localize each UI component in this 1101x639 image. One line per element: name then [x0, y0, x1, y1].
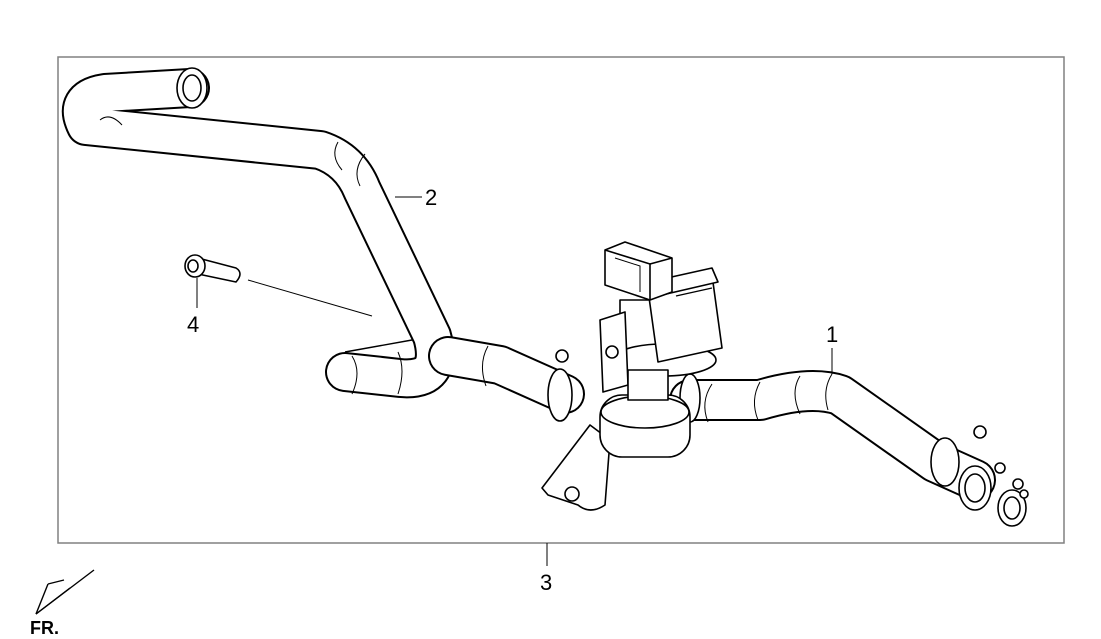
front-direction-arrow-icon [35, 569, 95, 615]
hose-clamp-right [930, 425, 987, 487]
air-valve-body[interactable] [541, 267, 723, 511]
hose-part-2[interactable] [61, 67, 455, 399]
front-direction-label: FR. [30, 618, 59, 638]
callout-2: 2 [425, 185, 437, 210]
hose-part-1-right[interactable] [669, 370, 996, 501]
valve-connector [604, 241, 673, 301]
callout-1: 1 [826, 322, 838, 347]
assembly-frame [57, 56, 1065, 544]
hose-part-1-left[interactable] [428, 336, 585, 414]
hose-end-fitting [958, 462, 1029, 527]
hose-clamp-left [547, 349, 573, 422]
callout-3: 3 [540, 570, 552, 595]
bolt-part-4[interactable] [184, 254, 241, 283]
callout-4: 4 [187, 312, 199, 337]
leader-line-4b [247, 279, 373, 317]
